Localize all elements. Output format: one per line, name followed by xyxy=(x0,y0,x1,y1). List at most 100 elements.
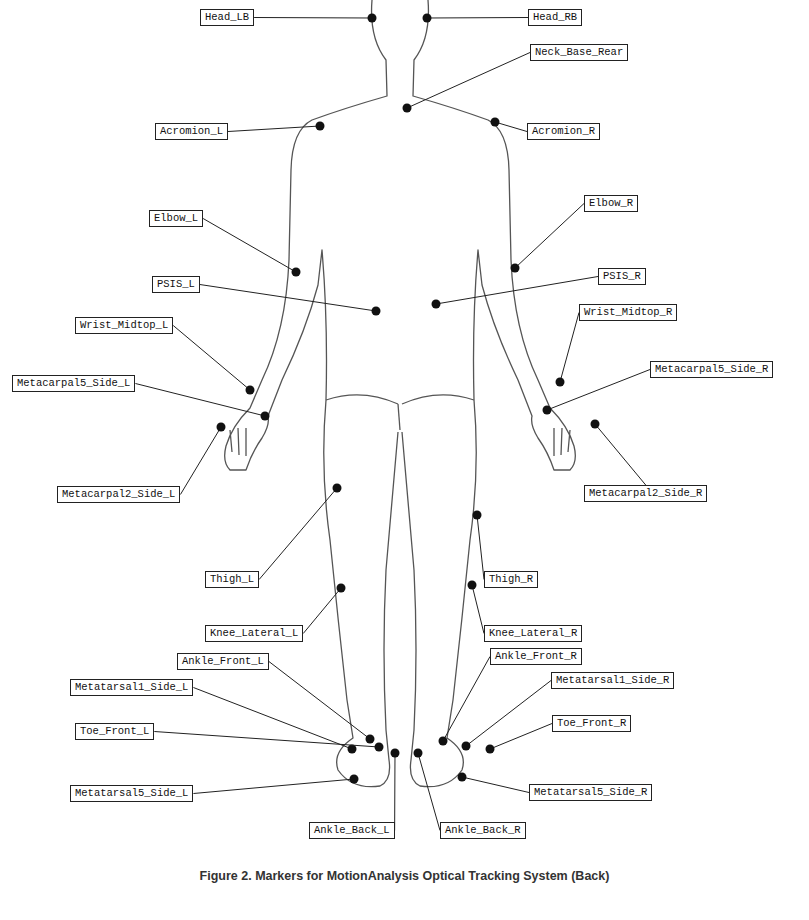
marker-dot xyxy=(350,775,359,784)
marker-name: Head_RB xyxy=(529,10,581,25)
leader-line xyxy=(180,427,221,495)
leader-line xyxy=(595,424,646,485)
marker-label-box: Thigh_L xyxy=(205,571,259,588)
marker-name: Thigh_R xyxy=(485,572,537,587)
leader-line xyxy=(547,370,650,411)
marker-name: Metatarsal1_Side_R xyxy=(552,673,673,688)
marker-dot xyxy=(366,735,375,744)
marker-name: Metacarpal2_Side_L xyxy=(58,487,179,502)
marker-dot xyxy=(432,300,441,309)
leader-line xyxy=(418,753,440,831)
marker-label-box: Metacarpal2_Side_R xyxy=(584,485,707,502)
marker-name: Metacarpal5_Side_R xyxy=(651,362,772,377)
leader-line xyxy=(135,384,265,417)
marker-name: Elbow_L xyxy=(150,211,202,226)
leader-line xyxy=(515,204,584,269)
marker-label-box: Wrist_Midtop_R xyxy=(579,304,677,321)
marker-label-box: Acromion_L xyxy=(155,123,228,140)
marker-name: Elbow_R xyxy=(585,196,637,211)
marker-name: Toe_Front_R xyxy=(553,716,630,731)
leader-line xyxy=(259,488,337,580)
marker-label-box: Toe_Front_R xyxy=(552,715,631,732)
marker-name: Ankle_Front_R xyxy=(491,649,581,664)
leader-line xyxy=(269,662,370,740)
marker-name: Ankle_Front_L xyxy=(178,654,268,669)
marker-name: Metatarsal1_Side_L xyxy=(71,680,192,695)
leader-line xyxy=(560,313,579,383)
marker-name: Metacarpal5_Side_L xyxy=(13,376,134,391)
marker-name: Wrist_Midtop_L xyxy=(76,318,172,333)
marker-name: Metacarpal2_Side_R xyxy=(585,486,706,501)
marker-dot xyxy=(337,584,346,593)
leader-line xyxy=(173,326,250,391)
marker-label-box: Head_RB xyxy=(528,9,582,26)
leader-line xyxy=(472,585,484,634)
marker-name: Head_LB xyxy=(201,10,253,25)
marker-name: Knee_Lateral_L xyxy=(206,626,302,641)
marker-label-box: Ankle_Front_R xyxy=(490,648,582,665)
marker-name: Ankle_Back_R xyxy=(441,823,525,838)
marker-label-box: Ankle_Front_L xyxy=(177,653,269,670)
marker-name: Neck_Base_Rear xyxy=(531,45,627,60)
marker-dot xyxy=(462,742,471,751)
leader-line xyxy=(193,779,354,794)
marker-name: Thigh_L xyxy=(206,572,258,587)
marker-label-box: Toe_Front_L xyxy=(75,723,154,740)
marker-name: Acromion_L xyxy=(156,124,227,139)
marker-label-box: Thigh_R xyxy=(484,571,538,588)
marker-label-box: Neck_Base_Rear xyxy=(530,44,628,61)
leader-line xyxy=(394,753,395,831)
marker-dot xyxy=(491,118,500,127)
marker-dot xyxy=(458,773,467,782)
leader-line xyxy=(203,219,296,273)
marker-name: Ankle_Back_L xyxy=(310,823,394,838)
marker-name: Toe_Front_L xyxy=(76,724,153,739)
marker-name: Wrist_Midtop_R xyxy=(580,305,676,320)
leader-line xyxy=(490,724,552,750)
marker-dot xyxy=(543,406,552,415)
marker-dot xyxy=(486,745,495,754)
leader-line xyxy=(436,277,598,305)
marker-dot xyxy=(217,423,226,432)
marker-dot xyxy=(468,581,477,590)
leader-line xyxy=(462,777,529,793)
marker-label-box: Metacarpal2_Side_L xyxy=(57,486,180,503)
figure-caption: Figure 2. Markers for MotionAnalysis Opt… xyxy=(0,869,809,883)
marker-label-box: Metacarpal5_Side_R xyxy=(650,361,773,378)
marker-name: Knee_Lateral_R xyxy=(485,626,581,641)
marker-label-box: Knee_Lateral_L xyxy=(205,625,303,642)
leader-line xyxy=(303,588,341,634)
marker-dot xyxy=(292,268,301,277)
marker-dot xyxy=(556,378,565,387)
marker-label-box: Elbow_R xyxy=(584,195,638,212)
marker-dot xyxy=(391,749,400,758)
leader-line xyxy=(466,681,551,747)
leader-line xyxy=(443,657,490,742)
marker-dot xyxy=(591,420,600,429)
marker-dot xyxy=(473,511,482,520)
marker-name: Metatarsal5_Side_R xyxy=(530,785,651,800)
marker-label-box: Metatarsal5_Side_L xyxy=(70,785,193,802)
marker-dot xyxy=(246,386,255,395)
marker-dot xyxy=(368,14,377,23)
marker-label-box: Elbow_L xyxy=(149,210,203,227)
marker-name: PSIS_R xyxy=(599,269,645,284)
marker-dot xyxy=(439,737,448,746)
leader-line xyxy=(477,515,484,580)
marker-label-box: Acromion_R xyxy=(527,123,600,140)
marker-dot xyxy=(372,307,381,316)
leader-line xyxy=(427,17,528,19)
marker-label-box: PSIS_R xyxy=(598,268,646,285)
marker-label-box: Wrist_Midtop_L xyxy=(75,317,173,334)
marker-dot xyxy=(511,264,520,273)
marker-label-box: PSIS_L xyxy=(152,276,200,293)
marker-label-box: Metatarsal1_Side_R xyxy=(551,672,674,689)
marker-dot xyxy=(375,743,384,752)
marker-name: Metatarsal5_Side_L xyxy=(71,786,192,801)
marker-label-box: Ankle_Back_R xyxy=(440,822,526,839)
leader-line xyxy=(254,17,372,19)
leader-line xyxy=(154,732,379,748)
marker-dot xyxy=(423,14,432,23)
